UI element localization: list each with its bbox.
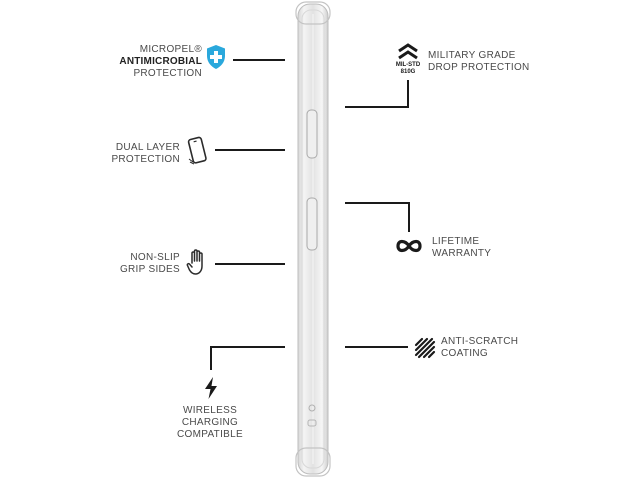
dual-layer-label: DUAL LAYER PROTECTION bbox=[70, 142, 180, 166]
dual-layer-leader-line bbox=[215, 149, 285, 151]
wireless-line1: WIRELESS bbox=[182, 405, 238, 416]
non-slip-line1: NON-SLIP bbox=[130, 252, 180, 263]
scratch-line1: ANTI-SCRATCH bbox=[441, 336, 519, 347]
lightning-icon bbox=[205, 377, 217, 399]
chevron-stack-icon bbox=[398, 43, 418, 60]
military-line1: MILITARY GRADE bbox=[428, 50, 516, 61]
scratch-icon bbox=[414, 337, 436, 359]
mil-std-badge: MIL-STD 810G bbox=[393, 62, 423, 76]
warranty-leader-horizontal bbox=[345, 202, 410, 204]
wireless-label: WIRELESS CHARGING COMPATIBLE bbox=[160, 405, 260, 441]
military-label: MILITARY GRADE DROP PROTECTION bbox=[428, 50, 548, 74]
antimicrobial-leader-line bbox=[233, 59, 285, 61]
military-leader-vertical bbox=[407, 80, 409, 108]
wireless-line2: CHARGING bbox=[181, 417, 239, 428]
antimicrobial-label: MICROPEL® ANTIMICROBIAL PROTECTION bbox=[82, 44, 202, 80]
shield-plus-icon bbox=[207, 45, 225, 69]
warranty-leader-vertical bbox=[408, 202, 410, 232]
antimicrobial-line3: PROTECTION bbox=[133, 68, 202, 79]
non-slip-label: NON-SLIP GRIP SIDES bbox=[80, 252, 180, 276]
wireless-leader-horizontal bbox=[210, 346, 285, 348]
phone-icon bbox=[187, 136, 207, 165]
military-leader-horizontal bbox=[345, 106, 409, 108]
military-line2: DROP PROTECTION bbox=[428, 62, 530, 73]
mil-std-line2: 810G bbox=[400, 69, 416, 75]
dual-layer-line2: PROTECTION bbox=[111, 154, 180, 165]
non-slip-line2: GRIP SIDES bbox=[119, 264, 180, 275]
wireless-line3: COMPATIBLE bbox=[177, 429, 243, 440]
wireless-leader-vertical bbox=[210, 346, 212, 370]
phone-case-side-view bbox=[295, 1, 331, 477]
non-slip-leader-line bbox=[215, 263, 285, 265]
warranty-line1: LIFETIME bbox=[432, 236, 480, 247]
scratch-line2: COATING bbox=[441, 348, 488, 359]
antimicrobial-line1: MICROPEL® bbox=[139, 44, 202, 55]
dual-layer-line1: DUAL LAYER bbox=[115, 142, 180, 153]
scratch-label: ANTI-SCRATCH COATING bbox=[441, 336, 551, 360]
warranty-line2: WARRANTY bbox=[432, 248, 492, 259]
antimicrobial-line2: ANTIMICROBIAL bbox=[119, 56, 202, 67]
warranty-label: LIFETIME WARRANTY bbox=[432, 236, 532, 260]
mil-std-line1: MIL-STD bbox=[395, 62, 421, 68]
hand-icon bbox=[186, 249, 203, 275]
scratch-leader-line bbox=[345, 346, 408, 348]
infinity-icon bbox=[396, 239, 422, 253]
